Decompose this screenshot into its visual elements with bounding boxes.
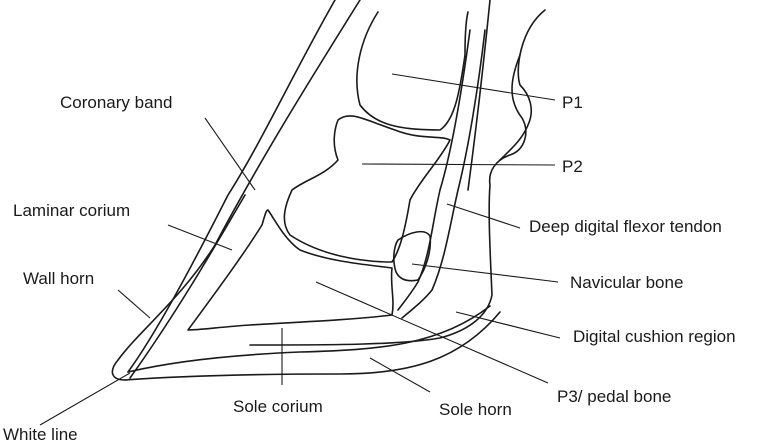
- leader-wall-horn: [118, 290, 150, 318]
- flexor-tendon-front: [398, 30, 470, 310]
- leader-p2: [362, 164, 555, 165]
- hoof-wall-outer: [112, 0, 360, 380]
- label-p1: P1: [562, 93, 583, 112]
- heel-outline: [250, 55, 526, 345]
- label-coronary-band: Coronary band: [60, 93, 172, 112]
- leader-sole-horn: [370, 358, 430, 392]
- hoof-outlines: [112, 0, 545, 380]
- leader-navicular-bone: [412, 264, 558, 282]
- leader-p3-pedal-bone: [316, 282, 548, 383]
- label-laminar-corium: Laminar corium: [13, 201, 130, 220]
- navicular-bone-outline: [394, 232, 431, 281]
- p2-bone-outline: [284, 116, 450, 262]
- leader-deep-digital-flexor-tendon: [447, 204, 520, 228]
- leader-laminar-corium: [168, 225, 232, 250]
- labels: Coronary band Laminar corium Wall horn W…: [3, 93, 736, 444]
- p3-pedal-bone-outline: [188, 210, 393, 330]
- label-sole-corium: Sole corium: [233, 397, 323, 416]
- leader-white-line: [40, 373, 130, 425]
- label-deep-digital-flexor-tendon: Deep digital flexor tendon: [529, 217, 722, 236]
- leader-p1: [392, 74, 555, 100]
- label-navicular-bone: Navicular bone: [570, 273, 683, 292]
- flexor-tendon-back: [402, 30, 485, 318]
- label-wall-horn: Wall horn: [23, 269, 94, 288]
- fetlock-bulb: [500, 10, 545, 160]
- label-digital-cushion-region: Digital cushion region: [573, 327, 736, 346]
- label-sole-horn: Sole horn: [439, 400, 512, 419]
- label-p2: P2: [562, 157, 583, 176]
- leader-coronary-band: [205, 118, 255, 190]
- p1-bone-outline: [357, 12, 468, 130]
- label-white-line: White line: [3, 425, 78, 444]
- hoof-wall-inner: [128, 0, 335, 372]
- flexor-tendon-outer: [468, 0, 490, 190]
- label-p3-pedal-bone: P3/ pedal bone: [557, 387, 671, 406]
- sole-horn-outline: [125, 312, 500, 380]
